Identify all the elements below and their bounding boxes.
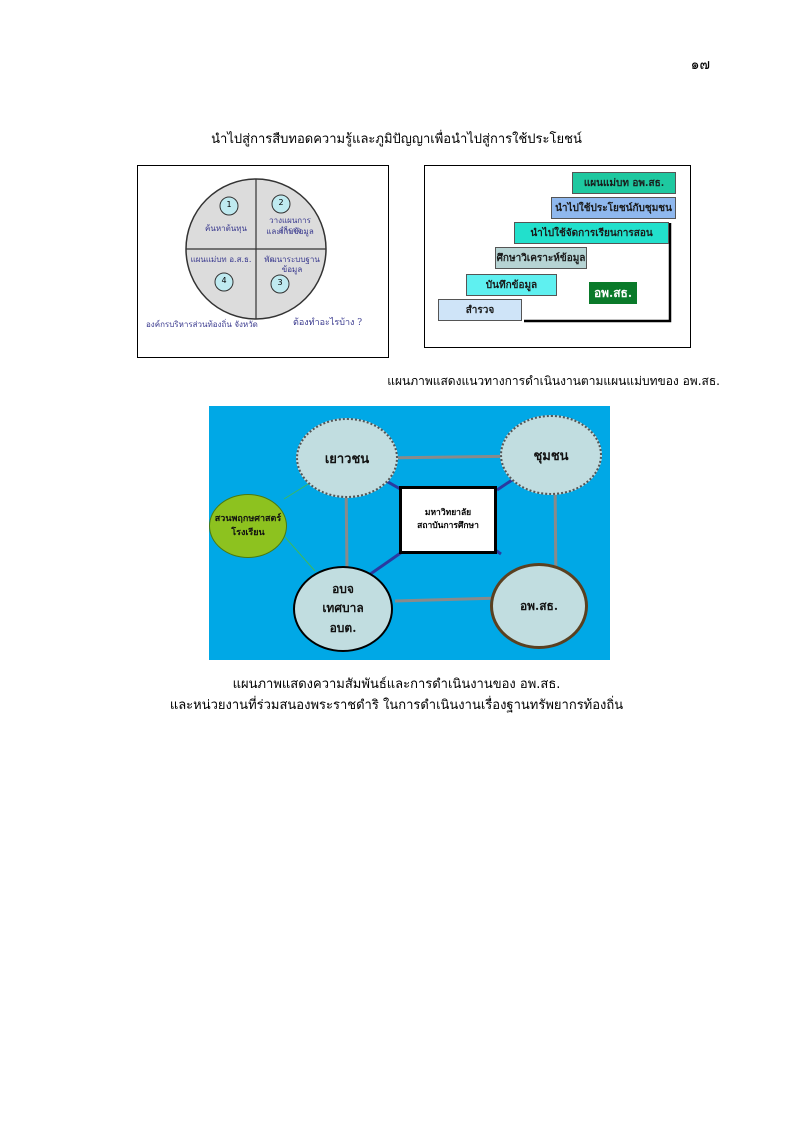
page-number: ๑๗ bbox=[690, 57, 710, 73]
caption-relationship-line1: แผนภาพแสดงความสัมพันธ์และการดำเนินงานของ… bbox=[232, 677, 561, 692]
quadrant-2-label-line2: และเก็บข้อมูล bbox=[266, 227, 314, 236]
local-admin-line1: อบจ bbox=[332, 582, 354, 597]
university-line2: สถาบันการศึกษา bbox=[417, 521, 479, 531]
step-master-plan: แผนแม่บท อพ.สธ. bbox=[572, 172, 676, 194]
botanical-line1: สวนพฤกษศาสตร์ bbox=[214, 513, 282, 524]
local-admin-line3: อบต. bbox=[329, 620, 357, 635]
figure-relationship: เยาวชน ชุมชน สวนพฤกษศาสตร์ โรงเรียน มหาว… bbox=[209, 406, 610, 660]
step-record: บันทึกข้อมูล bbox=[466, 274, 557, 296]
step-community-use: นำไปใช้ประโยชน์กับชุมชน bbox=[551, 197, 676, 219]
caption-relationship-line2: และหน่วยงานที่ร่วมสนองพระราชดำริ ในการดำ… bbox=[169, 698, 624, 713]
step-analysis: ศึกษาวิเคราะห์ข้อมูล bbox=[495, 247, 587, 269]
node-community: ชุมชน bbox=[500, 415, 602, 495]
node-botanical-garden: สวนพฤกษศาสตร์ โรงเรียน bbox=[209, 494, 287, 558]
plan-circle-graphic bbox=[185, 178, 327, 320]
plan-footer-left: องค์กรบริหารส่วนท้องถิ่น จังหวัด bbox=[146, 320, 258, 329]
quadrant-1-number: 1 bbox=[226, 200, 232, 209]
caption-staircase: แผนภาพแสดงแนวทางการดำเนินงานตามแผนแม่บทข… bbox=[387, 374, 720, 388]
section-heading: นำไปสู่การสืบทอดความรู้และภูมิปัญญาเพื่อ… bbox=[211, 132, 582, 147]
node-rspg: อพ.สธ. bbox=[490, 563, 588, 649]
figure-plan-circle: 1 2 3 4 ค้นหาต้นทุน วางแผนการสำรวจ และเก… bbox=[137, 165, 389, 358]
university-line1: มหาวิทยาลัย bbox=[424, 508, 472, 519]
quadrant-4-number: 4 bbox=[221, 276, 227, 285]
quadrant-4-label: แผนแม่บท อ.ส.ธ. bbox=[190, 255, 252, 264]
node-youth: เยาวชน bbox=[296, 418, 398, 498]
staircase-bracket bbox=[524, 223, 672, 323]
step-survey: สำรวจ bbox=[438, 299, 522, 321]
node-local-admin: อบจ เทศบาล อบต. bbox=[293, 566, 393, 652]
quadrant-2-label-line1: วางแผนการสำรวจ bbox=[269, 216, 311, 236]
quadrant-3-label: พัฒนาระบบฐานข้อมูล bbox=[264, 255, 320, 275]
rspg-logo-box: อพ.สธ. bbox=[589, 282, 637, 304]
botanical-line2: โรงเรียน bbox=[231, 528, 265, 538]
quadrant-1-label: ค้นหาต้นทุน bbox=[205, 224, 247, 233]
quadrant-2-number: 2 bbox=[278, 198, 284, 207]
step-teaching: นำไปใช้จัดการเรียนการสอน bbox=[514, 222, 669, 244]
plan-footer-right: ต้องทำอะไรบ้าง ? bbox=[293, 318, 363, 328]
node-university: มหาวิทยาลัย สถาบันการศึกษา bbox=[399, 486, 497, 554]
local-admin-line2: เทศบาล bbox=[322, 601, 364, 616]
quadrant-3-number: 3 bbox=[277, 278, 283, 287]
figure-staircase: แผนแม่บท อพ.สธ. นำไปใช้ประโยชน์กับชุมชน … bbox=[424, 165, 691, 348]
